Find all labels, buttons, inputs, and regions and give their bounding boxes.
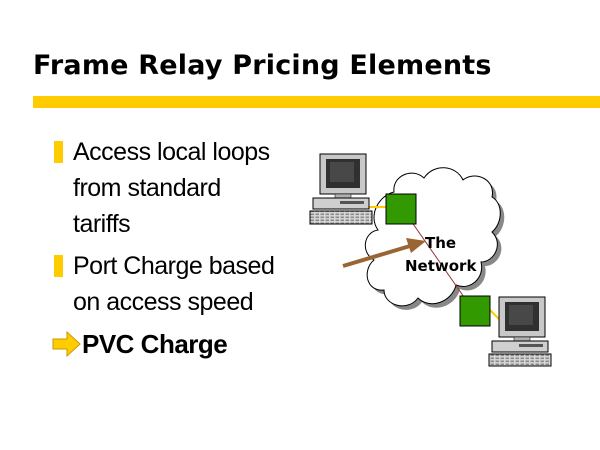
network-node-right <box>459 295 491 327</box>
bullet-item-access-loops: Access local loops from standard tariffs <box>52 134 282 242</box>
computer-icon <box>309 153 373 225</box>
computer-icon <box>488 296 552 367</box>
bullet-text: Port Charge based on access speed <box>73 252 275 316</box>
bullet-list: Access local loops from standard tariffs… <box>52 134 282 368</box>
pointer-arrow-icon <box>342 238 426 268</box>
bullet-text: Access local loops from standard tariffs <box>73 138 270 238</box>
cloud-label-line1: The <box>425 234 456 252</box>
title-underline-bar <box>33 96 600 108</box>
network-node-left <box>385 193 417 225</box>
yellow-bar-bullet-icon <box>54 255 63 277</box>
yellow-bar-bullet-icon <box>54 141 63 163</box>
pvc-line <box>401 207 474 311</box>
slide-title: Frame Relay Pricing Elements <box>33 50 492 81</box>
arrow-right-icon <box>52 330 81 358</box>
bullet-item-pvc-charge: PVC Charge <box>52 326 282 362</box>
bullet-text: PVC Charge <box>82 329 228 359</box>
cloud-label-line2: Network <box>405 257 477 275</box>
bullet-item-port-charge: Port Charge based on access speed <box>52 248 282 320</box>
access-link-right <box>489 309 501 321</box>
